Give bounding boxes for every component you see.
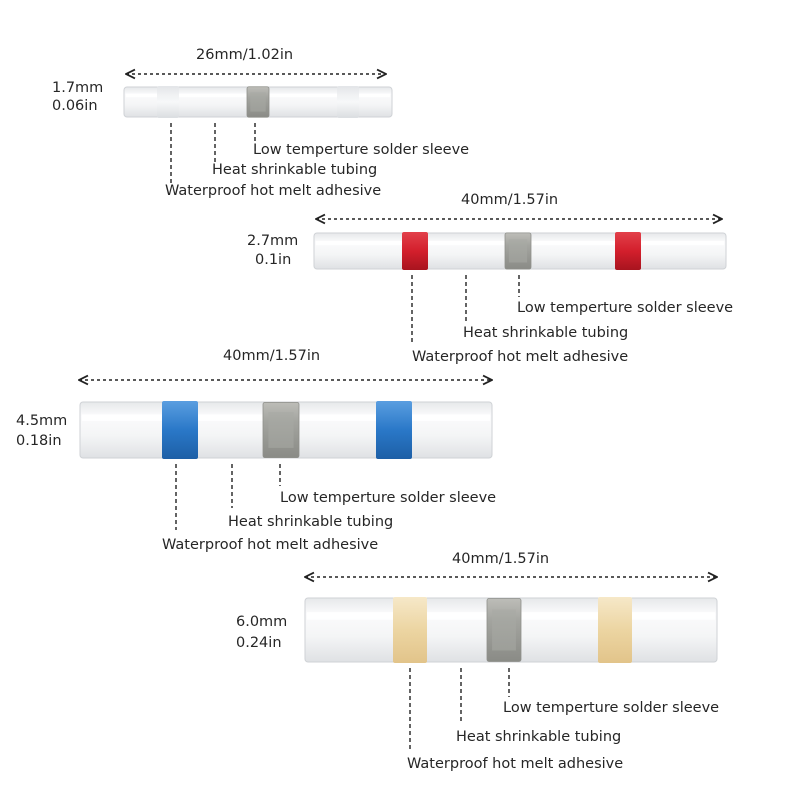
adhesive-ring-c1-2 (337, 86, 359, 118)
adhesive-ring-c1-0 (157, 86, 179, 118)
adhesive-ring-c2-2 (615, 232, 641, 270)
adhesive-label-c1: Waterproof hot melt adhesive (165, 183, 382, 199)
adhesive-ring-c4-0 (393, 597, 427, 663)
solder-sleeve-label-c4: Low temperture solder sleeve (503, 700, 720, 716)
solder-core-c1 (250, 92, 266, 112)
adhesive-ring-c4-2 (598, 597, 632, 663)
adhesive-ring-c2-0 (402, 232, 428, 270)
solder-core-c3 (268, 412, 294, 448)
solder-core-c2 (508, 239, 528, 263)
diameter-in-c4: 0.24in (236, 635, 282, 651)
solder-sleeve-label-c3: Low temperture solder sleeve (280, 490, 497, 506)
tubing-label-c3: Heat shrinkable tubing (228, 514, 394, 530)
adhesive-ring-c3-2 (376, 401, 412, 459)
length-label-c2: 40mm/1.57in (461, 192, 559, 208)
solder-sleeve-label-c1: Low temperture solder sleeve (253, 142, 470, 158)
length-label-c1: 26mm/1.02in (196, 47, 294, 63)
diameter-mm-c4: 6.0mm (236, 614, 288, 630)
diameter-in-c1: 0.06in (52, 98, 98, 114)
adhesive-label-c2: Waterproof hot melt adhesive (412, 349, 629, 365)
length-label-c4: 40mm/1.57in (452, 551, 550, 567)
tubing-label-c2: Heat shrinkable tubing (463, 325, 629, 341)
tubing-label-c1: Heat shrinkable tubing (212, 162, 378, 178)
diameter-in-c2: 0.1in (255, 252, 292, 268)
adhesive-label-c4: Waterproof hot melt adhesive (407, 756, 624, 772)
diameter-in-c3: 0.18in (16, 433, 62, 449)
diameter-mm-c2: 2.7mm (247, 233, 299, 249)
length-label-c3: 40mm/1.57in (223, 348, 321, 364)
adhesive-ring-c3-0 (162, 401, 198, 459)
solder-sleeve-label-c2: Low temperture solder sleeve (517, 300, 734, 316)
tubing-label-c4: Heat shrinkable tubing (456, 729, 622, 745)
diameter-mm-c3: 4.5mm (16, 413, 68, 429)
adhesive-label-c3: Waterproof hot melt adhesive (162, 537, 379, 553)
solder-core-c4 (492, 609, 516, 651)
diameter-mm-c1: 1.7mm (52, 80, 104, 96)
